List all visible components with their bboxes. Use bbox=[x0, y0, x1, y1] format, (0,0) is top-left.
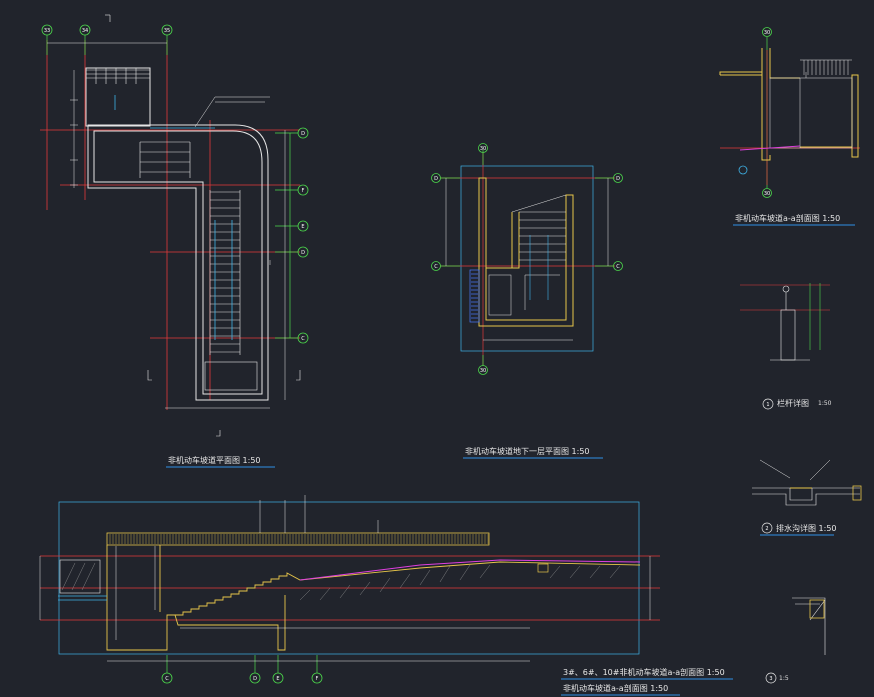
detail3-scale: 1:5 bbox=[779, 675, 789, 682]
plan-axis-C: C bbox=[301, 336, 305, 342]
basement-plan-title: 非机动车坡道地下一层平面图 1:50 bbox=[465, 446, 590, 456]
section-left-block bbox=[58, 559, 107, 601]
section-ramp-steps bbox=[175, 561, 641, 616]
basement-dimensions bbox=[445, 178, 609, 341]
railing-detail: 1 栏杆详图 1:50 bbox=[740, 283, 832, 410]
section-axis-D: D bbox=[253, 676, 257, 682]
plan-walls bbox=[85, 67, 269, 401]
plan-axis-D1: D bbox=[301, 131, 305, 137]
basement-axis-left-C: C bbox=[434, 264, 438, 270]
drain-title: 排水沟详图 1:50 bbox=[776, 523, 837, 533]
basement-axis-right-D: D bbox=[616, 176, 620, 182]
section-right-title: 非机动车坡道a-a剖面图 1:50 bbox=[735, 213, 840, 223]
plan-view: 33 34 35 D F E D C bbox=[40, 14, 309, 468]
basement-axis-bottom: 30 bbox=[480, 368, 486, 374]
detail-3: 3 1:5 bbox=[765, 597, 826, 684]
railing-scale: 1:50 bbox=[818, 400, 832, 407]
basement-arrows bbox=[529, 235, 549, 300]
basement-green-lines bbox=[441, 150, 613, 366]
plan-axis-E: E bbox=[301, 224, 304, 230]
plan-slope-arrows bbox=[114, 95, 233, 340]
section-right-walls bbox=[719, 48, 859, 161]
plan-dimension-top bbox=[47, 14, 167, 44]
drain-detail: 2 排水沟详图 1:50 bbox=[752, 459, 862, 536]
plan-axis-33: 33 bbox=[44, 28, 50, 34]
section-canopy bbox=[106, 532, 490, 546]
plan-axis-35: 35 bbox=[164, 28, 170, 34]
plan-leader bbox=[194, 96, 270, 128]
plan-axis-bubbles-top: 33 34 35 bbox=[41, 24, 173, 36]
plan-green-gridlines bbox=[46, 35, 298, 339]
basement-axis-right-C: C bbox=[616, 264, 620, 270]
drain-detail-number: 2 bbox=[765, 526, 768, 532]
detail3-number: 3 bbox=[769, 676, 772, 682]
section-hatch-ground bbox=[299, 564, 621, 601]
plan-stairs-rails bbox=[204, 190, 258, 391]
section-right-inner bbox=[769, 72, 853, 149]
section-right-axis-bottom: 30 bbox=[764, 191, 770, 197]
section-right-railing bbox=[800, 59, 852, 75]
plan-marks bbox=[147, 370, 301, 437]
plan-axis-bubbles-right: D F E D C bbox=[297, 127, 309, 344]
section-axis-E: E bbox=[276, 676, 279, 682]
plan-axis-F: F bbox=[302, 188, 305, 194]
plan-dimension-left bbox=[70, 70, 286, 409]
section-right-view: 30 30 非机动车坡道a-a剖面图 1 bbox=[719, 27, 860, 226]
plan-axis-34: 34 bbox=[82, 28, 88, 34]
section-axis-F: F bbox=[316, 676, 319, 682]
railing-detail-number: 1 bbox=[766, 402, 769, 408]
basement-inner bbox=[488, 194, 567, 316]
plan-title: 非机动车坡道平面图 1:50 bbox=[168, 455, 261, 465]
section-right-axis-top: 30 bbox=[764, 30, 770, 36]
plan-red-gridlines bbox=[40, 40, 300, 410]
section-bottom-title-1: 3#、6#、10#非机动车坡道a-a剖面图 1:50 bbox=[563, 667, 725, 677]
basement-axis-top: 30 bbox=[480, 146, 486, 152]
plan-stairs-long bbox=[210, 191, 240, 353]
basement-stairs bbox=[519, 211, 566, 261]
section-ramp bbox=[106, 545, 286, 651]
section-axis-C: C bbox=[165, 676, 169, 682]
plan-axis-D2: D bbox=[301, 250, 305, 256]
section-bottom-title-2: 非机动车坡道a-a剖面图 1:50 bbox=[563, 683, 668, 693]
basement-axis-left-D: D bbox=[434, 176, 438, 182]
bottom-section-view: C D E F bbox=[39, 495, 733, 696]
basement-plan-view: 30 30 D C D C bbox=[431, 143, 623, 459]
plan-stairs-top bbox=[86, 68, 150, 84]
section-surface-line bbox=[299, 559, 641, 581]
railing-title: 栏杆详图 bbox=[777, 398, 809, 408]
plan-stairs-mid bbox=[139, 141, 191, 178]
section-canopy-hatch bbox=[109, 534, 489, 544]
basement-grille bbox=[469, 269, 480, 323]
basement-gridlines bbox=[440, 152, 615, 365]
